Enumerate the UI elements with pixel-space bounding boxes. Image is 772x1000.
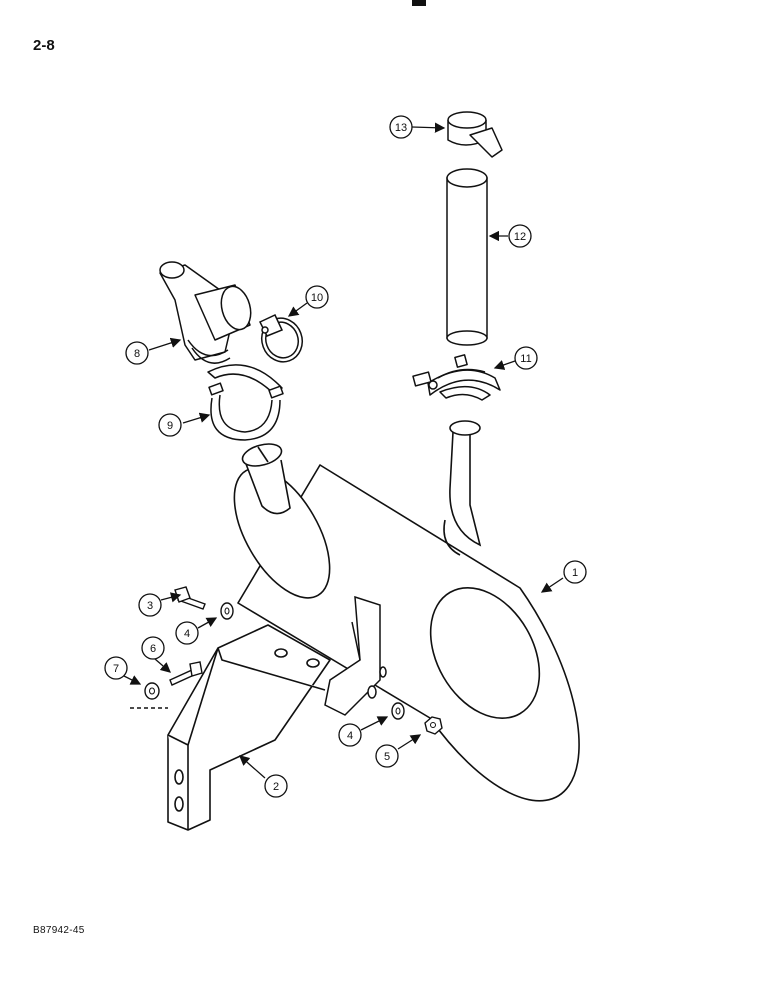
leader-4b (360, 716, 389, 731)
leader-7 (121, 674, 142, 685)
callout-1: 1 (563, 560, 587, 584)
washer-hole (149, 687, 155, 695)
callout-9: 9 (158, 413, 182, 437)
u-bolt-clamp-drawing (207, 364, 284, 441)
bolt-drawing (174, 586, 206, 610)
svg-text:4: 4 (184, 628, 190, 640)
u-bolt-clamp-drawing (412, 354, 501, 401)
svg-text:6: 6 (150, 643, 156, 655)
leader-2 (239, 755, 266, 779)
washer-hole (395, 707, 401, 715)
callout-12: 12 (508, 224, 532, 248)
callout-2: 2 (264, 774, 288, 798)
callout-6: 6 (141, 636, 165, 660)
callout-8: 8 (125, 341, 149, 365)
svg-text:13: 13 (395, 122, 407, 134)
hose-clamp-drawing (258, 314, 303, 363)
callout-13: 13 (389, 115, 413, 139)
leader-11 (493, 360, 516, 370)
svg-text:12: 12 (514, 231, 526, 243)
page-number: 2-8 (33, 37, 55, 54)
svg-text:5: 5 (384, 751, 390, 763)
muffler-drawing (233, 420, 580, 802)
svg-text:10: 10 (311, 292, 323, 304)
mounting-bracket-drawing (130, 624, 331, 831)
callout-4a: 4 (175, 621, 199, 645)
leader-9 (182, 412, 211, 424)
rain-cap-drawing (447, 111, 503, 158)
leader-3 (160, 592, 182, 603)
leader-1 (540, 577, 564, 593)
washer-hole (224, 607, 230, 615)
leader-4a (197, 617, 218, 629)
svg-text:9: 9 (167, 420, 173, 432)
cropped-fragment (412, 0, 426, 6)
leader-8 (148, 337, 182, 351)
leader-5 (397, 734, 422, 750)
svg-text:3: 3 (147, 600, 153, 612)
elbow-adapter-drawing (159, 261, 252, 364)
figure-id: B87942-45 (33, 925, 85, 936)
svg-text:11: 11 (520, 353, 531, 365)
svg-text:2: 2 (273, 781, 279, 793)
svg-text:7: 7 (113, 663, 119, 675)
callout-11: 11 (514, 346, 538, 370)
svg-text:8: 8 (134, 348, 140, 360)
leader-10 (287, 302, 308, 317)
svg-text:1: 1 (572, 567, 578, 579)
svg-text:4: 4 (347, 730, 353, 742)
callout-10: 10 (305, 285, 329, 309)
callout-4b: 4 (338, 723, 362, 747)
nut-hole (430, 722, 436, 728)
callout-5: 5 (375, 744, 399, 768)
callout-3: 3 (138, 593, 162, 617)
muffler-saddle (324, 595, 387, 716)
callout-7: 7 (104, 656, 128, 680)
leader-13 (411, 122, 446, 133)
exhaust-pipe-drawing (446, 168, 488, 346)
bolt-drawing (169, 661, 203, 686)
leader-6 (154, 658, 171, 673)
